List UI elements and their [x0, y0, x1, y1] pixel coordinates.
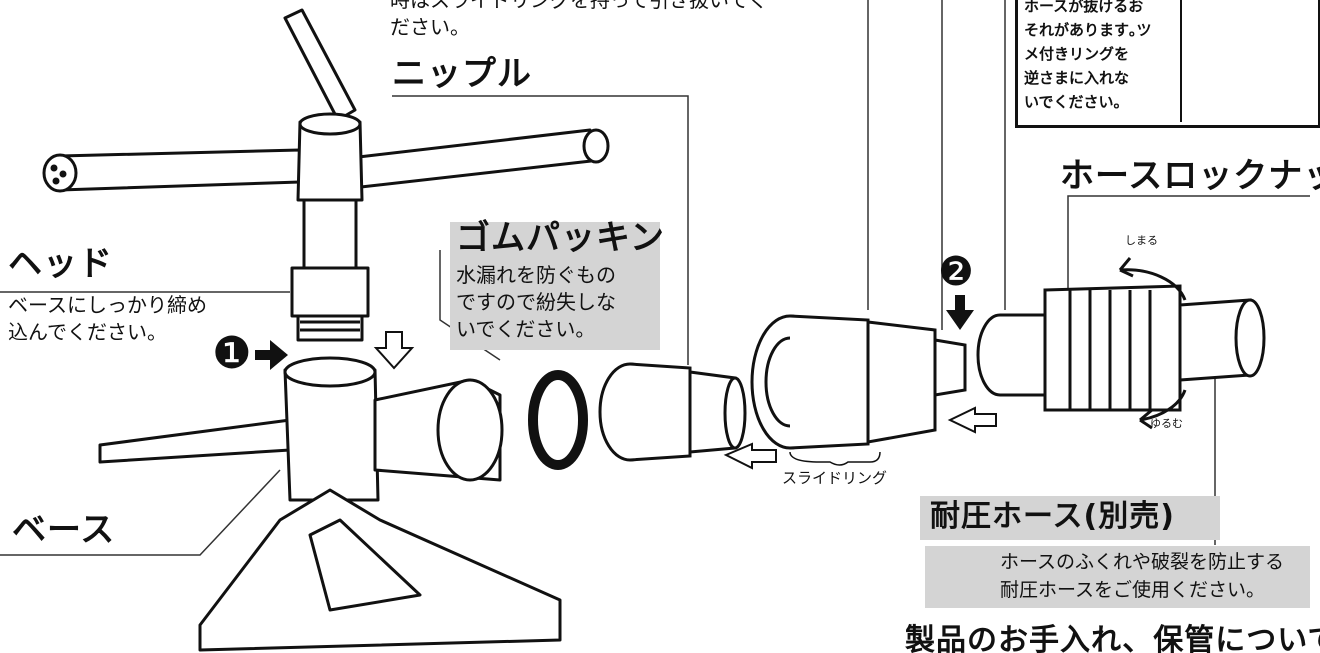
- loosen-label: ゆるむ: [1150, 417, 1183, 430]
- arrow-down-icon: [946, 295, 974, 330]
- rotate-arrow-icon: [1118, 257, 1187, 430]
- assembly-arrow-icon: [373, 331, 997, 470]
- sprinkler-base: [98, 356, 562, 652]
- pressure-hose-label: 耐圧ホース(別売): [930, 499, 1175, 534]
- bottom-heading: 製品のお手入れ、保管について: [905, 623, 1320, 653]
- rubber-packing-box: [450, 222, 660, 350]
- nipple-label: ニップル: [392, 54, 532, 94]
- hose-lock-nut-part: [976, 284, 1266, 412]
- head-desc: ベースにしっかり締め 込んでください。: [8, 293, 207, 344]
- sprinkler-head: [42, 8, 610, 342]
- warning-box: [1015, 0, 1320, 128]
- rubber-packing-label: ゴムパッキン: [456, 218, 665, 258]
- head-label: ヘッド: [8, 244, 113, 284]
- slide-ring-label: スライドリング: [782, 469, 888, 487]
- rubber-packing-desc: 水漏れを防ぐもの ですので紛失しな いでください。: [456, 263, 616, 341]
- base-label: ベース: [12, 510, 116, 550]
- nipple-part: [598, 362, 747, 462]
- tighten-label: しまる: [1125, 234, 1158, 247]
- rubber-packing: [528, 370, 588, 470]
- pressure-hose-warning: ホースのふくれや破裂を防止する 耐圧ホースをご使用ください。: [1000, 551, 1285, 601]
- hose-lock-nut-label: ホースロックナット: [1060, 156, 1320, 196]
- step-2-badge: ❷: [938, 249, 974, 295]
- connector-part: [750, 314, 967, 450]
- top-note: 時はスライドリングを持って引き抜いてく ださい。: [390, 0, 768, 39]
- slide-ring-brace: [789, 451, 881, 466]
- pressure-hose-warning-box: [925, 546, 1310, 608]
- warning-divider: [1180, 0, 1182, 122]
- step-1-badge: ❶: [212, 328, 252, 379]
- warning-text: ホースが抜けるお それがあります｡ツ メ付きリングを 逆さまに入れな いでくださ…: [1024, 0, 1152, 111]
- pressure-hose-box: [920, 496, 1220, 540]
- arrow-right-icon: [255, 340, 288, 370]
